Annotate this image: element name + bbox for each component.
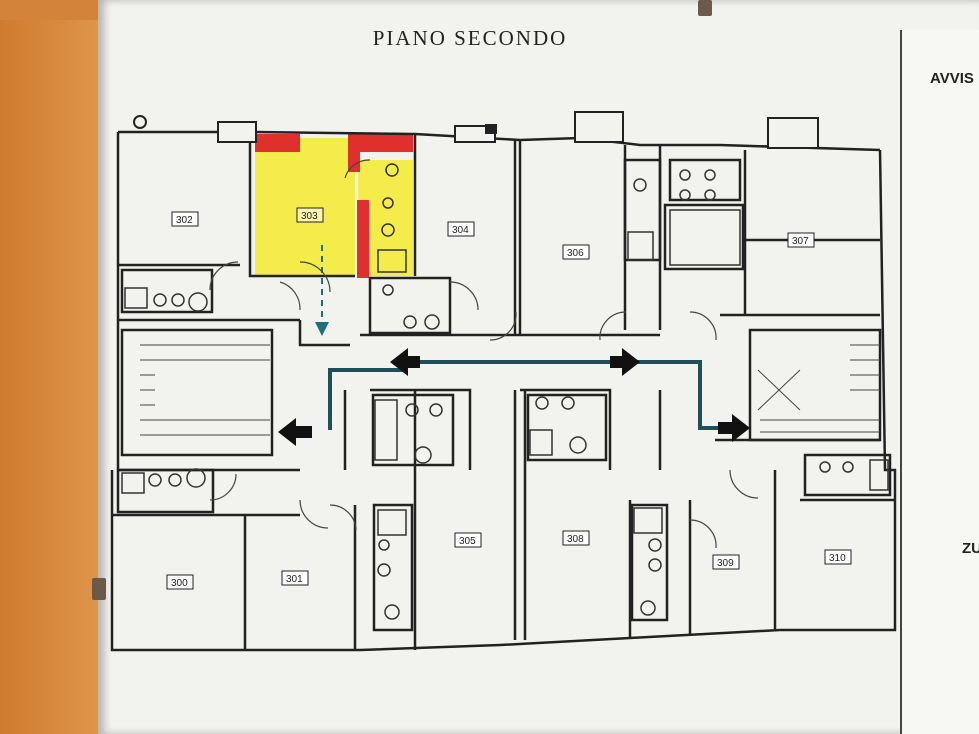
notice-heading: AVVIS xyxy=(930,70,974,87)
room-label-309: 309 xyxy=(717,558,734,569)
room-label-302: 302 xyxy=(176,215,193,226)
highlight-wall xyxy=(255,134,300,152)
room-labels: 302 303 304 306 307 300 301 305 308 309 … xyxy=(166,207,852,590)
evacuation-arrow-icon xyxy=(278,418,312,446)
room-label-305: 305 xyxy=(459,536,476,547)
mounting-pin xyxy=(92,578,106,600)
evacuation-arrow-icon xyxy=(610,348,640,376)
notice-heading-2: ZU xyxy=(962,540,979,557)
evacuation-arrow-icon xyxy=(390,348,420,376)
plan-title: PIANO SECONDO xyxy=(372,26,568,50)
highlight-wall xyxy=(348,150,360,172)
highlight-wall xyxy=(357,200,369,278)
room-label-308: 308 xyxy=(567,534,584,545)
mounting-pin xyxy=(698,0,712,16)
room-label-306-upper: 306 xyxy=(567,248,584,259)
room-label-301: 301 xyxy=(286,574,303,585)
room-303-highlight xyxy=(255,138,355,276)
room-label-310: 310 xyxy=(829,553,846,564)
escape-route xyxy=(328,360,725,430)
orange-wall-left xyxy=(0,0,115,734)
evacuation-arrow-icon xyxy=(315,322,329,336)
toilet-icon xyxy=(153,293,167,307)
room-label-303: 303 xyxy=(301,211,318,222)
room-label-304: 304 xyxy=(452,225,469,236)
notice-panel xyxy=(900,30,979,734)
room-label-300: 300 xyxy=(171,578,188,589)
evacuation-arrow-icon xyxy=(718,414,750,442)
room-label-307: 307 xyxy=(792,236,809,247)
shower-icon xyxy=(124,287,148,309)
highlight-wall xyxy=(348,134,413,152)
